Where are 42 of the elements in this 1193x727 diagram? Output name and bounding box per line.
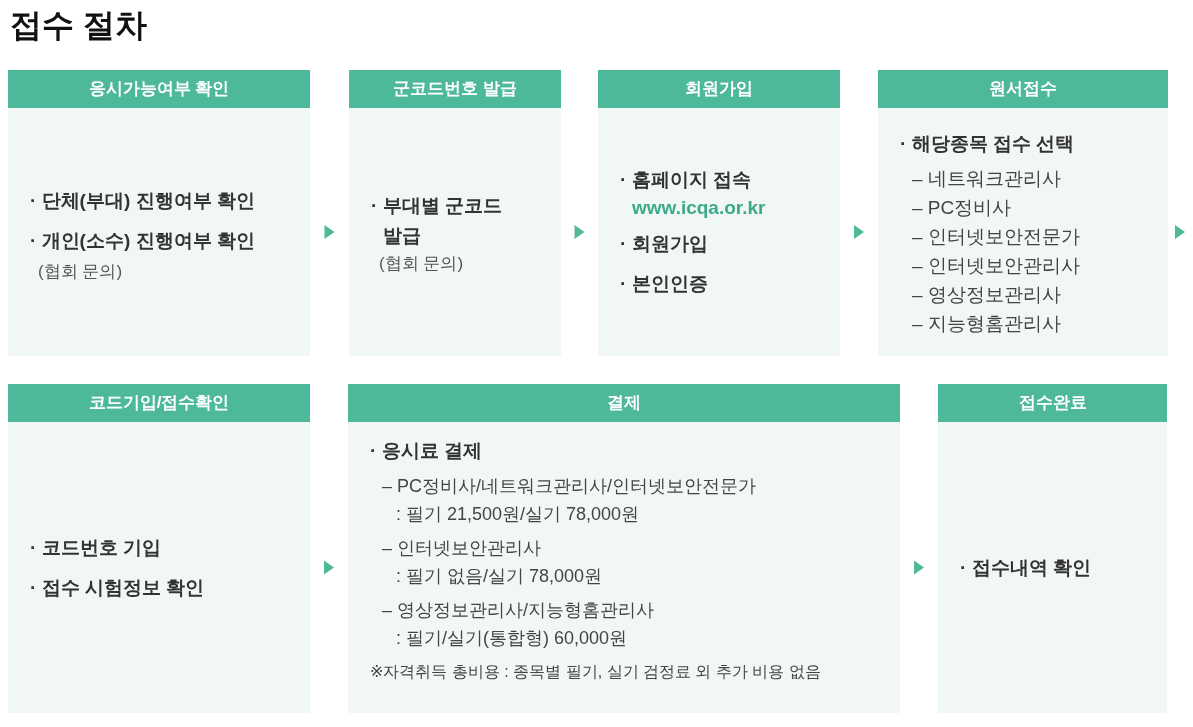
step-card [8,384,310,713]
dash-item: – 영상정보관리사/지능형홈관리사 [381,599,655,622]
bullet-item: · 홈페이지 접속 [620,168,752,192]
dash-item: – PC정비사 [911,196,1013,220]
bullet-item: · 응시료 결제 [370,439,483,463]
bullet-item: · 개인(소수) 진행여부 확인 [30,229,256,253]
dash-item: – 인터넷보안관리사 [381,537,542,560]
bullet-item: · 접수내역 확인 [960,555,1092,580]
bullet-item: · 회원가입 [620,232,709,256]
note-text: (협회 문의) [37,261,124,283]
step-card [8,70,310,356]
step-header: 응시가능여부 확인 [8,70,310,108]
bullet-item: · 해당종목 접수 선택 [900,132,1076,156]
step-card [348,384,900,713]
step-header: 접수완료 [938,384,1167,422]
bullet-item: · 부대별 군코드 발급 [371,194,503,248]
footnote-text: ※자격취득 총비용 : 종목별 필기, 실기 검정료 외 추가 비용 없음 [370,662,822,682]
dash-item: – 네트워크관리사 [911,167,1062,191]
fee-text: : 필기 21,500원/실기 78,000원 [395,503,641,526]
bullet-item: · 접수 시험정보 확인 [30,575,206,600]
page-title: 접수 절차 [10,6,147,45]
step-header: 원서접수 [878,70,1168,108]
step-card [349,70,561,356]
step-header: 회원가입 [598,70,840,108]
step-card [598,70,840,356]
dash-item: – 인터넷보안관리사 [911,254,1081,278]
step-card [878,70,1168,356]
dash-item: – 지능형홈관리사 [911,312,1062,336]
step-header: 결제 [348,384,900,422]
step-header: 군코드번호 발급 [349,70,561,108]
step-header: 코드기입/접수확인 [8,384,310,422]
bullet-item: · 코드번호 기입 [30,535,162,560]
dash-item: – 영상정보관리사 [911,283,1062,307]
bullet-item: · 본인인증 [620,272,709,296]
note-text: (협회 문의) [378,253,465,275]
dash-item: – PC정비사/네트워크관리사/인터넷보안전문가 [381,475,758,498]
bullet-item: · 단체(부대) 진행여부 확인 [30,189,256,213]
website-link: www.icqa.or.kr [631,196,767,220]
dash-item: – 인터넷보안전문가 [911,225,1081,249]
step-card [938,384,1167,713]
fee-text: : 필기 없음/실기 78,000원 [395,565,604,588]
fee-text: : 필기/실기(통합형) 60,000원 [395,627,629,650]
